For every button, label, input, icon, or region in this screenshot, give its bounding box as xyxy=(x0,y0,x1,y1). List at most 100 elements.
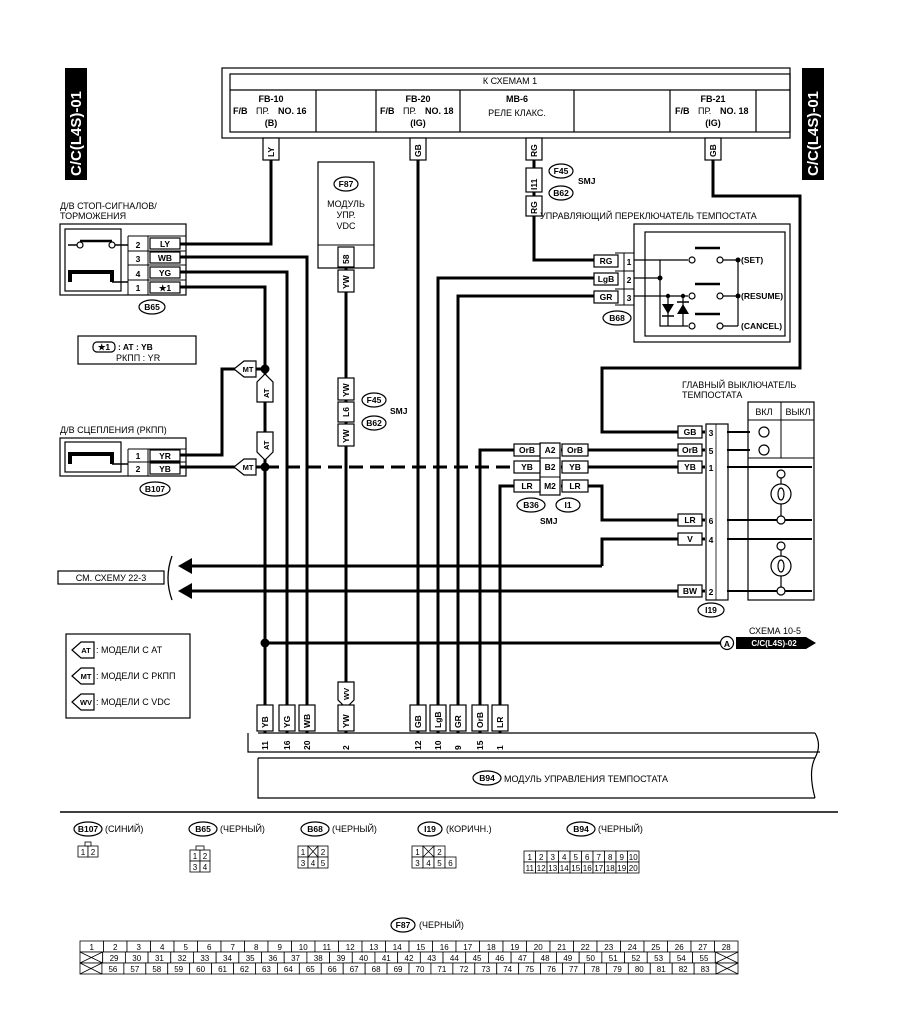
pin-number: 1 xyxy=(81,848,86,857)
ecm-wire-label: YG xyxy=(282,715,292,728)
pin-number: 2 xyxy=(321,848,326,857)
main-pin-1: YB 1 xyxy=(677,460,714,474)
cc-pin-3: GR 3 xyxy=(593,290,632,304)
legend: AT : МОДЕЛИ С AT MT : МОДЕЛИ С РКПП WV :… xyxy=(65,633,191,719)
pin-number: 4 xyxy=(426,859,431,868)
pin-number: 81 xyxy=(657,965,666,974)
pin-number: 82 xyxy=(679,965,688,974)
svg-text:ГЛАВНЫЙ ВЫКЛЮЧАТЕЛЬ: ГЛАВНЫЙ ВЫКЛЮЧАТЕЛЬ xyxy=(682,379,796,390)
pin-number: 10 xyxy=(629,853,638,862)
svg-text:B107: B107 xyxy=(78,824,99,834)
pin-number: 49 xyxy=(563,954,572,963)
svg-text:SMJ: SMJ xyxy=(390,406,408,416)
pin-number: 4 xyxy=(203,863,208,872)
svg-text:LY: LY xyxy=(160,239,170,249)
cc-cancel-label: (CANCEL) xyxy=(741,321,782,331)
ecm-pin-10: LgB 10 xyxy=(429,704,447,750)
pin-number: 50 xyxy=(586,954,595,963)
pin-number: 20 xyxy=(629,864,638,873)
svg-text:B94: B94 xyxy=(573,824,589,834)
ecm-wire-label: LgB xyxy=(433,711,443,728)
main-pin-2: BW 2 xyxy=(677,584,714,598)
main-switch: ГЛАВНЫЙ ВЫКЛЮЧАТЕЛЬ ТЕМПОСТАТА ВКЛ ВЫКЛ … xyxy=(677,379,815,618)
svg-text:4: 4 xyxy=(136,269,141,279)
svg-text:RG: RG xyxy=(529,201,539,214)
ecm-pin-number: 20 xyxy=(302,740,312,750)
svg-text:58: 58 xyxy=(341,254,351,264)
svg-text:VDC: VDC xyxy=(336,221,356,231)
fuse-fb21: FB-21 F/B ПР. NO. 18 (IG) xyxy=(675,94,749,128)
svg-text:2: 2 xyxy=(136,464,141,474)
svg-text:МОДУЛЬ: МОДУЛЬ xyxy=(327,199,365,209)
svg-text:B36: B36 xyxy=(523,500,539,510)
tag-gb-fb21: GB xyxy=(704,137,722,161)
pin-number: 15 xyxy=(416,943,425,952)
joint-connector: OrB A2 OrB YB B2 YB LR M2 LR B36 I1 SMJ xyxy=(513,442,589,526)
ecm-wire-label: YB xyxy=(260,716,270,728)
svg-text:NO. 18: NO. 18 xyxy=(720,106,749,116)
brake-pin-1: 1 ★1 xyxy=(136,281,181,294)
svg-text:MB-6: MB-6 xyxy=(506,94,528,104)
svg-text:1: 1 xyxy=(627,257,632,267)
svg-text:MT: MT xyxy=(81,672,92,681)
main-switch-on: ВКЛ xyxy=(755,407,772,417)
svg-text:WV: WV xyxy=(342,688,351,700)
pin-number: 74 xyxy=(503,965,512,974)
svg-text:ПР.: ПР. xyxy=(698,106,711,116)
marker-mt-top: MT xyxy=(233,360,257,378)
main-pin-3: GB 3 xyxy=(677,425,714,439)
pin-number: 67 xyxy=(350,965,359,974)
svg-text:C/C(L4S)-01: C/C(L4S)-01 xyxy=(68,91,85,176)
pin-number: 75 xyxy=(525,965,534,974)
svg-text:AT: AT xyxy=(262,388,271,398)
pin-number: 6 xyxy=(207,943,212,952)
brake-pin-3: 3 WB xyxy=(136,251,181,264)
svg-text:A: A xyxy=(724,639,730,649)
svg-text:: AT : YB: : AT : YB xyxy=(118,342,153,352)
pin-number: 20 xyxy=(534,943,543,952)
svg-text:B2: B2 xyxy=(545,462,556,472)
ecm-pin-number: 1 xyxy=(495,745,505,750)
ecm-pin-number: 10 xyxy=(433,740,443,750)
svg-text:YB: YB xyxy=(684,462,696,472)
pin-number: 70 xyxy=(416,965,425,974)
pin-number: 33 xyxy=(200,954,209,963)
pin-number: 26 xyxy=(675,943,684,952)
pin-number: 3 xyxy=(415,859,420,868)
svg-text:YR: YR xyxy=(159,451,171,461)
ecm-pin-2: YW2 xyxy=(337,704,355,750)
svg-text:MT: MT xyxy=(243,463,254,472)
pin-number: 54 xyxy=(677,954,686,963)
side-tab-left: C/C(L4S)-01 xyxy=(65,68,87,180)
svg-text:ТОРМОЖЕНИЯ: ТОРМОЖЕНИЯ xyxy=(60,211,126,221)
svg-text:ТЕМПОСТАТА: ТЕМПОСТАТА xyxy=(682,390,742,400)
svg-text:F87: F87 xyxy=(396,920,411,930)
svg-text:MT: MT xyxy=(243,365,254,374)
connector-i19: I19 (КОРИЧН.) xyxy=(417,821,492,837)
tag-rg-top: RG xyxy=(525,137,543,161)
pin-number: 56 xyxy=(108,965,117,974)
svg-text:YB: YB xyxy=(521,462,533,472)
top-header: К СХЕМАМ 1 FB-10 F/B ПР. NO. 16 (B) FB-2… xyxy=(221,67,791,139)
pin-number: 69 xyxy=(394,965,403,974)
svg-text:1: 1 xyxy=(136,451,141,461)
pin-number: 59 xyxy=(174,965,183,974)
pin-number: 25 xyxy=(651,943,660,952)
pin-number: 1 xyxy=(90,943,95,952)
svg-text:2: 2 xyxy=(136,240,141,250)
pin-number: 1 xyxy=(193,852,198,861)
pin-number: 14 xyxy=(393,943,402,952)
pin-number: 78 xyxy=(591,965,600,974)
tag-ly: LY xyxy=(262,137,280,161)
svg-text:LR: LR xyxy=(684,515,695,525)
see-scheme-box: СМ. СХЕМУ 22-3 xyxy=(57,570,165,585)
connector-l6: YW L6 YW F45 B62 SMJ xyxy=(337,377,408,447)
vdc-module: F87 МОДУЛЬ УПР. VDC 58 xyxy=(317,161,375,269)
ecm-pin-1: LR1 xyxy=(491,704,509,750)
pin-number: 53 xyxy=(654,954,663,963)
svg-text:2: 2 xyxy=(709,587,714,597)
ecm-wire-label: WB xyxy=(302,714,312,728)
